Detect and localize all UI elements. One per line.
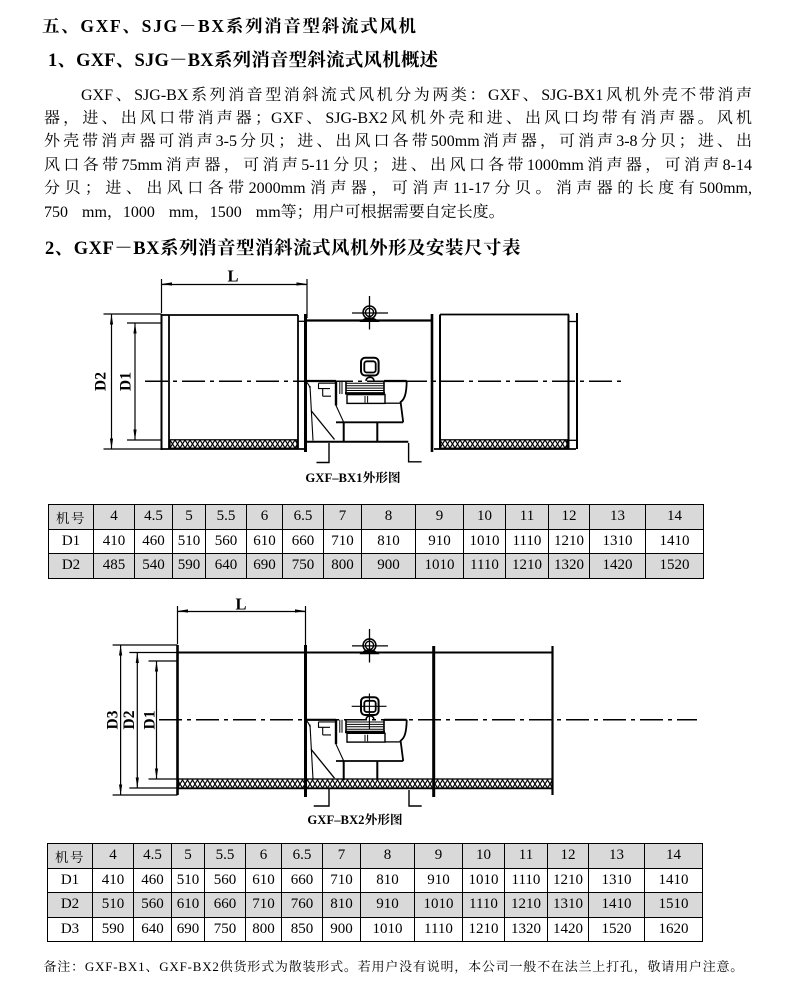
svg-text:GXF–BX2外形图: GXF–BX2外形图 bbox=[307, 813, 402, 827]
svg-text:L: L bbox=[227, 267, 238, 286]
svg-text:L: L bbox=[235, 595, 246, 614]
svg-text:D2: D2 bbox=[93, 372, 110, 391]
svg-text:D2: D2 bbox=[121, 710, 138, 729]
svg-text:D1: D1 bbox=[118, 372, 135, 391]
svg-text:D3: D3 bbox=[104, 710, 121, 729]
svg-text:D1: D1 bbox=[142, 711, 159, 730]
svg-text:GXF–BX1外形图: GXF–BX1外形图 bbox=[305, 471, 400, 485]
